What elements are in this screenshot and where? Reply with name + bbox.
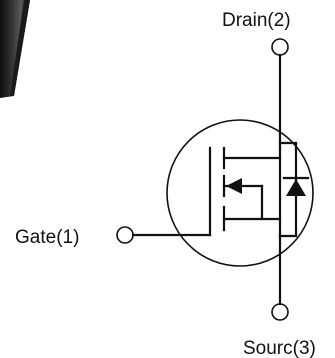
- diode-triangle-icon: [286, 179, 306, 196]
- gate-label: Gate(1): [15, 227, 79, 248]
- component-package-image: [0, 0, 30, 98]
- gate-terminal: Gate(1): [15, 226, 134, 248]
- mosfet-wires: [131, 53, 310, 306]
- drain-pin-circle: [271, 38, 289, 56]
- body-arrow-icon: [226, 178, 242, 194]
- source-pin-circle: [271, 303, 289, 321]
- source-label: Sourc(3): [243, 338, 316, 358]
- drain-label: Drain(2): [222, 10, 291, 31]
- drain-terminal: Drain(2): [222, 10, 291, 56]
- gate-pin-circle: [116, 226, 134, 244]
- source-terminal: Sourc(3): [243, 303, 316, 358]
- package-circle: [166, 119, 314, 267]
